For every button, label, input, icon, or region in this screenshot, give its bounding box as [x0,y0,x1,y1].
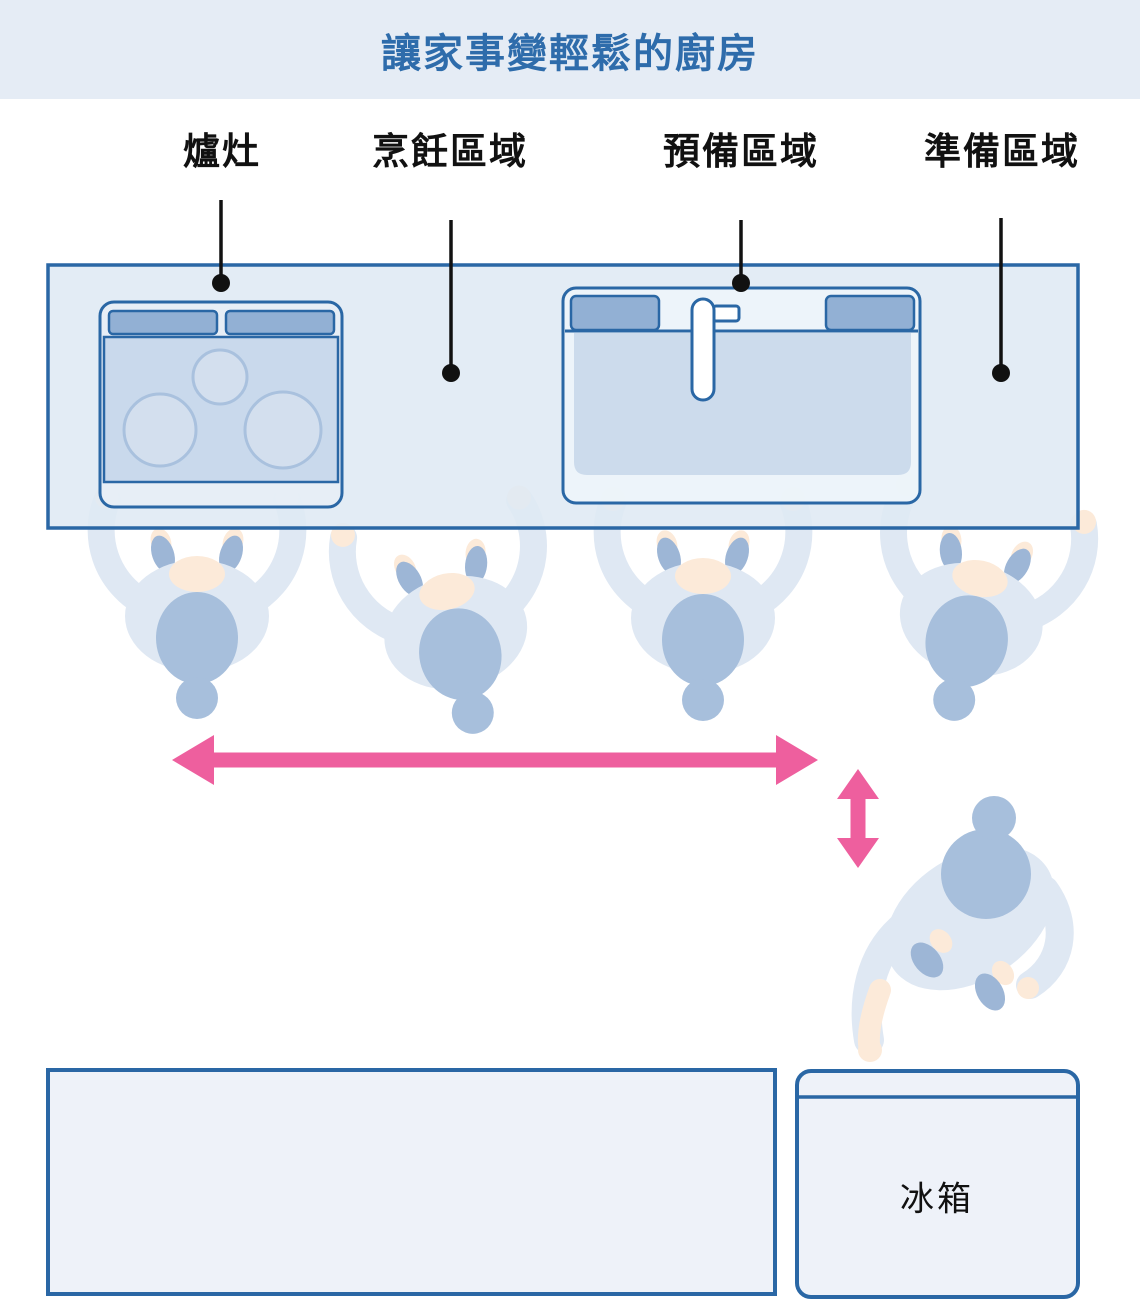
pointer-dot-icon [212,274,230,292]
page-title: 讓家事變輕鬆的廚房 [381,30,759,77]
sink-accessory-right [824,294,916,332]
pointer-lines [219,200,1003,373]
fridge-label: 冰箱 [900,1179,974,1220]
sink-accessory-left [569,294,661,332]
pointer-dot-icon [732,274,750,292]
burner-small-icon [191,348,249,406]
zone-label-stove: 爐灶 [183,130,261,173]
refrigerator-icon [795,1069,1080,1299]
pointer-dot-icon [442,364,460,382]
horizontal-double-arrow-icon [172,735,818,785]
vertical-double-arrow-icon [837,769,879,868]
sink-icon [561,286,922,505]
zone-label-prep-area: 預備區域 [663,130,819,173]
pointer-dots [212,274,1010,382]
burner-left-icon [122,392,198,468]
zone-label-cooking-area: 烹飪區域 [372,130,528,173]
sink-basin [574,333,911,475]
kitchen-island [46,1068,777,1296]
stove-icon [98,300,344,509]
header-bar: 讓家事變輕鬆的廚房 [0,0,1140,99]
faucet-icon [690,297,741,402]
burner-right-icon [243,390,323,470]
zone-label-ready-area: 準備區域 [924,130,1080,173]
walking-person-icon [851,796,1074,1062]
pointer-dot-icon [992,364,1010,382]
